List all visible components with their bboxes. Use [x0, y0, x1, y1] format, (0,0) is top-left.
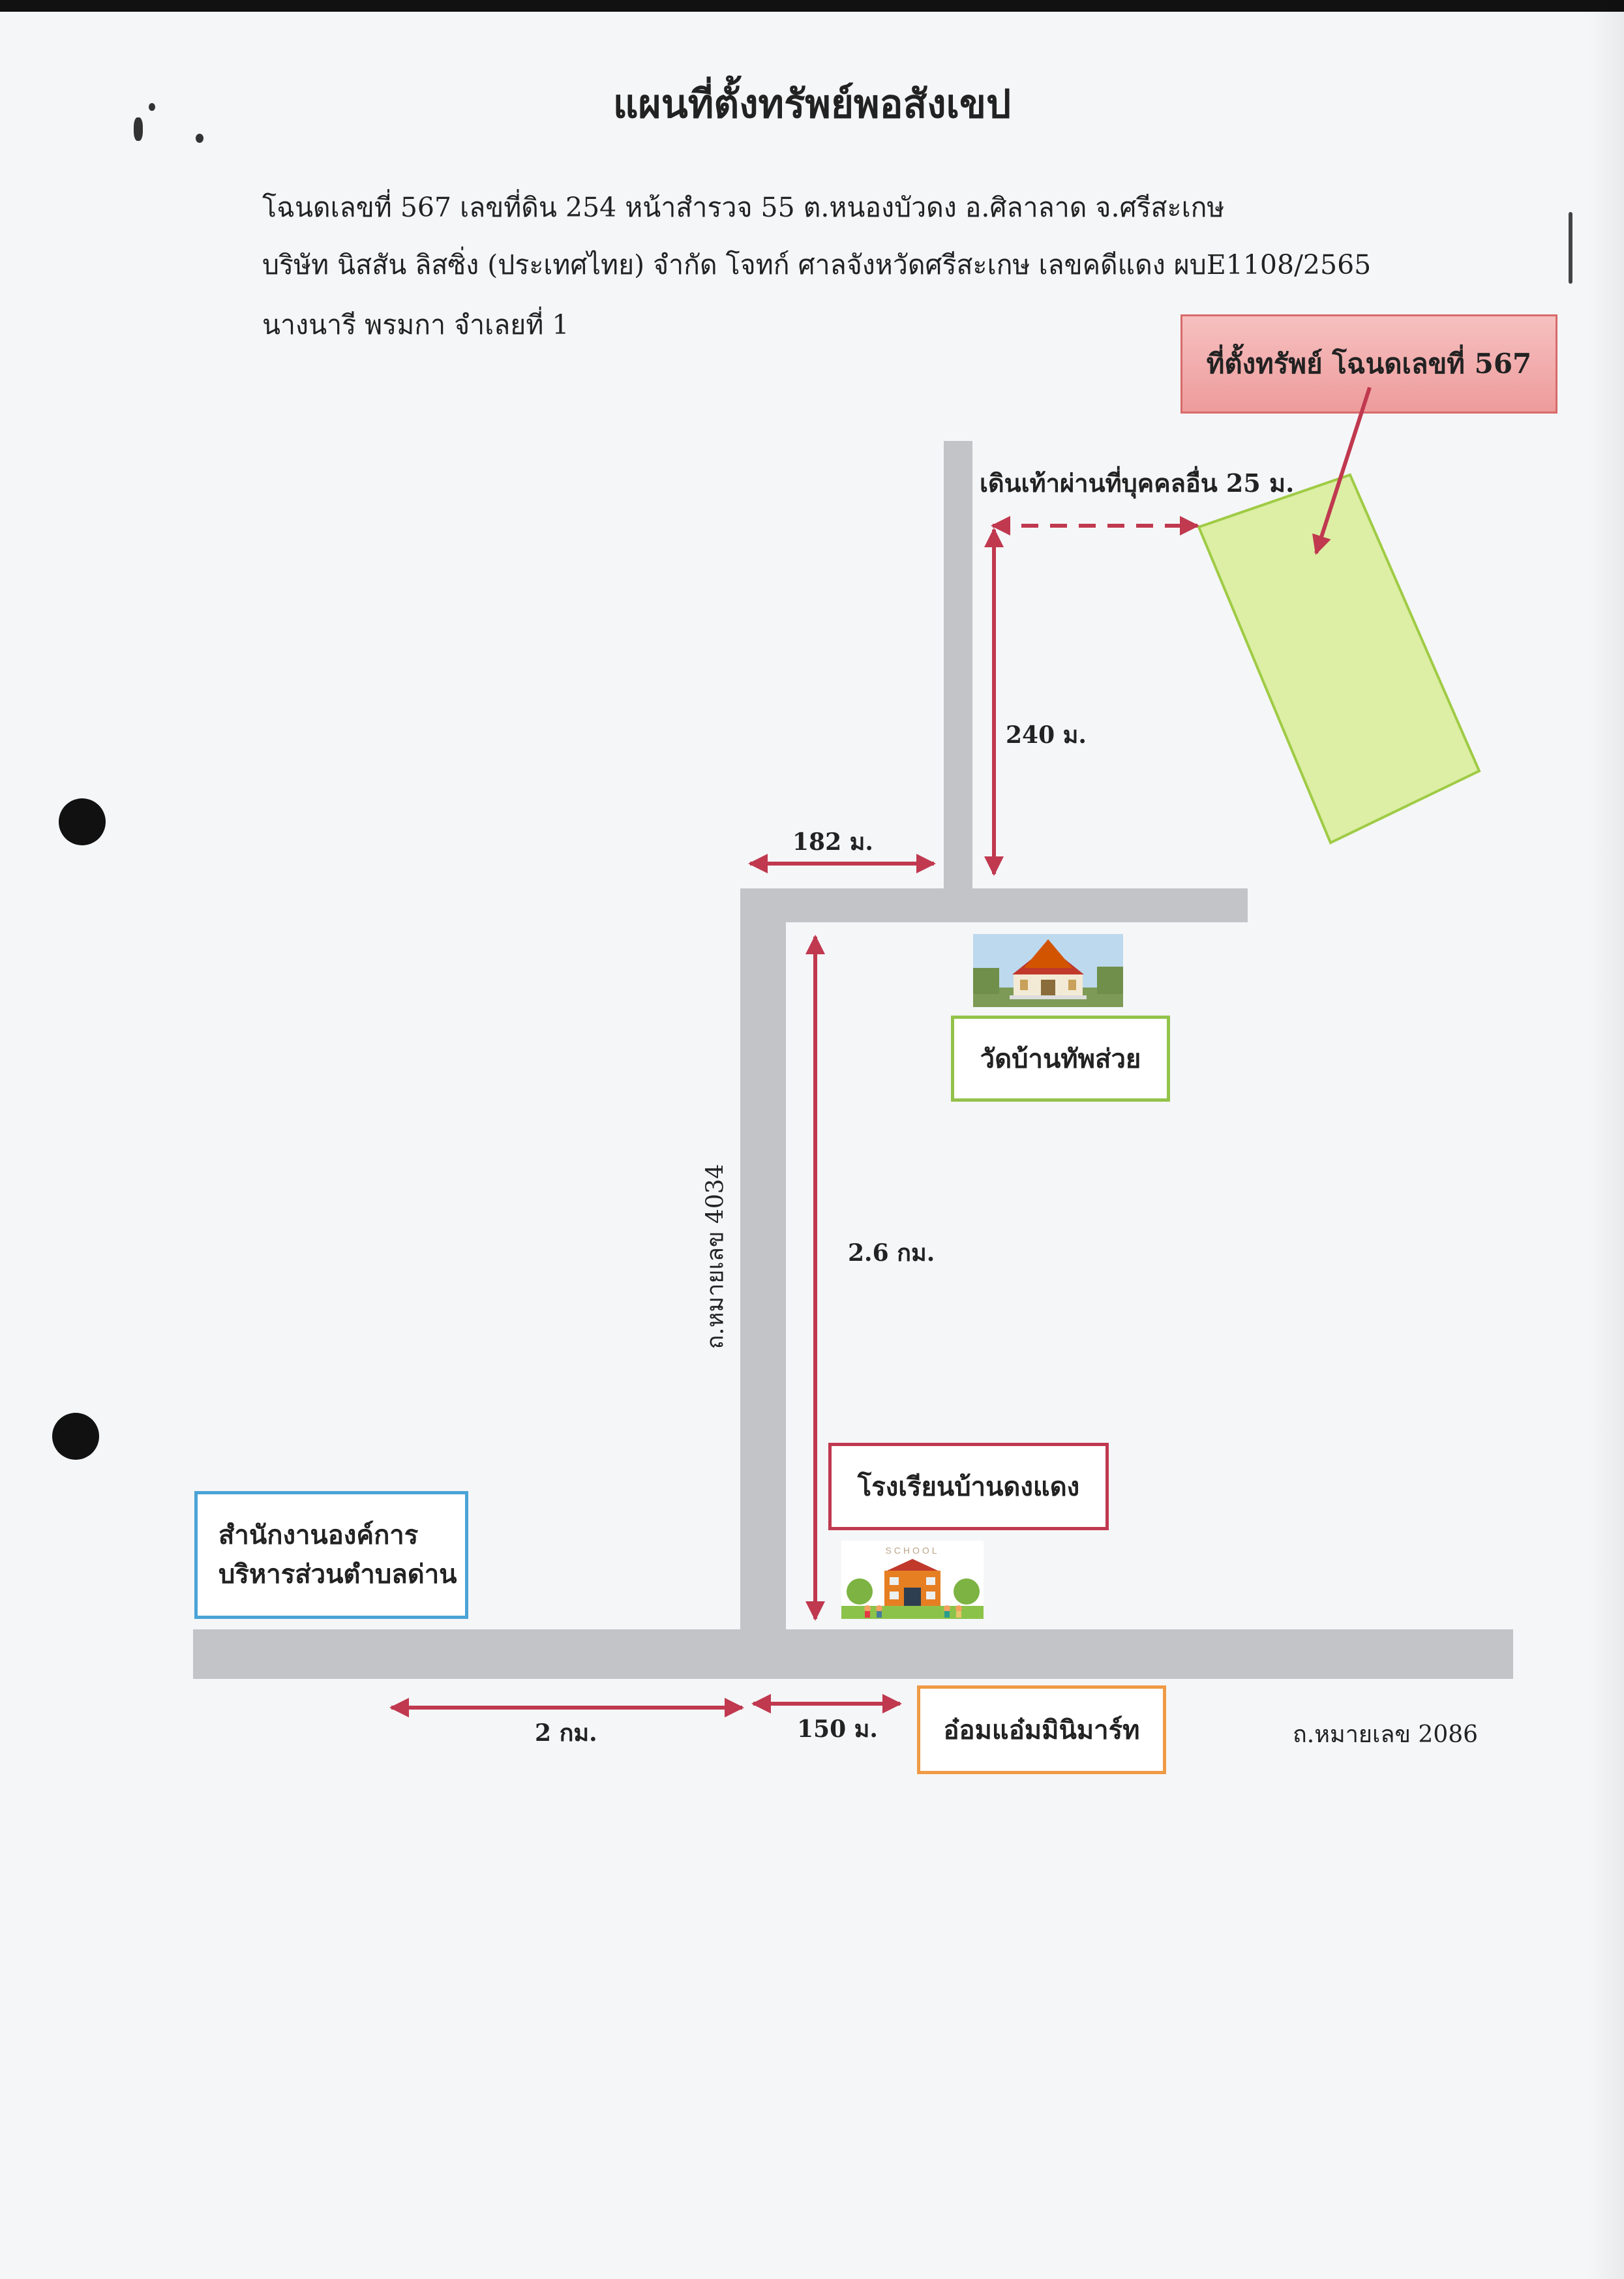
road-4034-label: ถ.หมายเลข 4034	[702, 1164, 729, 1350]
office-label-line1: สำนักงานองค์การ	[218, 1520, 419, 1550]
arrow-to-property	[1312, 387, 1372, 555]
distance-main-east: 150 ม.	[797, 1715, 878, 1743]
header-line-deed: โฉนดเลขที่ 567 เลขที่ดิน 254 หน้าสำรวจ 5…	[262, 192, 1225, 223]
distance-junction-offset: 182 ม.	[792, 828, 873, 856]
road-4034	[740, 888, 786, 1646]
distance-main-west: 2 กม.	[535, 1719, 597, 1747]
office-label-line2: บริหารส่วนตำบลด่าน	[218, 1559, 457, 1590]
scan-smudge	[149, 103, 155, 111]
office-label: สำนักงานองค์การ บริหารส่วนตำบลด่าน	[194, 1491, 468, 1619]
scan-smudge	[196, 134, 203, 143]
scan-smudge	[134, 117, 143, 141]
walk-note: เดินเท้าผ่านที่บุคคลอื่น 25 ม.	[980, 468, 1295, 498]
punch-hole-lower	[52, 1413, 99, 1460]
road-2086	[193, 1629, 1513, 1679]
road-north-spur	[944, 441, 972, 891]
temple-picture	[973, 934, 1123, 1007]
distance-road-4034: 2.6 กม.	[848, 1239, 935, 1267]
shop-label: อ๋อมแอ๋มมินิมาร์ท	[917, 1685, 1166, 1774]
distance-north-road: 240 ม.	[1006, 721, 1087, 749]
temple-label: วัดบ้านทัพส่วย	[951, 1016, 1170, 1102]
scan-shade	[1588, 0, 1624, 2279]
header-line-case: บริษัท นิสสัน ลิสซิ่ง (ประเทศไทย) จำกัด …	[262, 249, 1372, 280]
road-junction-east-west	[740, 888, 1248, 922]
header-line-defendant: นางนารี พรมกา จำเลยที่ 1	[262, 309, 569, 340]
school-picture: SCHOOL	[841, 1541, 984, 1619]
school-label: โรงเรียนบ้านดงแดง	[828, 1443, 1109, 1530]
punch-hole-upper	[59, 798, 106, 845]
page-title: แผนที่ตั้งทรัพย์พอสังเขป	[612, 82, 1012, 127]
school-sign-text: SCHOOL	[885, 1545, 939, 1556]
property-label: ที่ตั้งทรัพย์ โฉนดเลขที่ 567	[1180, 314, 1557, 414]
scan-smudge	[1569, 212, 1572, 284]
road-2086-label: ถ.หมายเลข 2086	[1293, 1721, 1479, 1748]
scan-top-edge	[0, 0, 1624, 12]
